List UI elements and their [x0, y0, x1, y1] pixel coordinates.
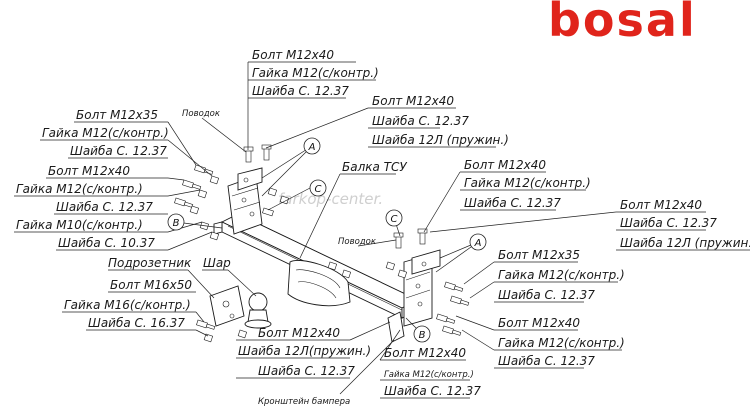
- center-ball-mount-plate: [287, 260, 351, 307]
- socket-bracket-part: [209, 285, 245, 327]
- callout-b-bottom: B: [413, 325, 431, 343]
- label-line: Шайба 12Л (пружин.): [372, 133, 509, 147]
- group-left-middle: Болт М12х40 Гайка М12(с/контр.) Шайба С.…: [16, 164, 153, 214]
- label-line: Гайка М12(с/контр.): [498, 336, 625, 350]
- label-line: Шайба С. 12.37: [498, 354, 595, 368]
- label-line: Шайба С. 12.37: [620, 216, 717, 230]
- socket-bracket-label: Подрозетник: [108, 256, 192, 270]
- callout-b-left: B: [167, 213, 185, 231]
- right-side-bracket: [403, 249, 441, 327]
- label-line: Болт М12х40: [464, 158, 546, 172]
- bumper-bracket-label: Кронштейн бампера: [258, 397, 350, 407]
- label-line: Шайба С. 10.37: [58, 236, 155, 250]
- label-line: Шайба С. 12.37: [70, 144, 167, 158]
- group-right-lower: Болт М12х40 Гайка М12(с/контр.) Шайба С.…: [498, 316, 625, 368]
- left-side-bracket: [227, 167, 263, 235]
- group-ball-mount: Болт М16х50 Гайка М16(с/контр.) Шайба С.…: [64, 278, 192, 330]
- group-bottom-center: Болт М12х40 Шайба 12Л(пружин.) Шайба С. …: [238, 326, 371, 378]
- label-line: Болт М12х40: [258, 326, 340, 340]
- label-line: Шайба С. 12.37: [258, 364, 355, 378]
- callout-c-center-text: C: [391, 214, 398, 225]
- label-line: Гайка М12(с/контр.): [464, 176, 591, 190]
- label-line: Шайба 12Л (пружин.): [620, 236, 750, 250]
- watermark: farkop-center.: [278, 190, 383, 208]
- tow-ball-part: [244, 292, 272, 329]
- label-line: Гайка М10(с/контр.): [16, 218, 143, 232]
- lead-left-label: Поводок: [182, 109, 221, 119]
- group-top-right: Болт М12х40 Шайба С. 12.37 Шайба 12Л (пр…: [372, 94, 509, 147]
- label-line: Гайка М12(с/контр.): [384, 370, 474, 380]
- ball-label: Шар: [203, 256, 231, 270]
- callout-a-right-text: A: [474, 238, 482, 249]
- label-line: Болт М12х40: [372, 94, 454, 108]
- group-top-center: Болт М12х40 Гайка М12(с/контр.) Шайба С.…: [252, 48, 379, 98]
- group-far-right: Болт М12х40 Шайба С. 12.37 Шайба 12Л (пр…: [620, 198, 750, 250]
- callout-b-left-text: B: [173, 218, 180, 229]
- label-line: Болт М12х40: [48, 164, 130, 178]
- label-line: Шайба С. 12.37: [498, 288, 595, 302]
- callout-c-top: C: [309, 179, 327, 197]
- label-line: Болт М12х35: [76, 108, 158, 122]
- callout-c-center: C: [385, 209, 403, 227]
- label-line: Болт М12х40: [384, 346, 466, 360]
- label-line: Болт М12х40: [498, 316, 580, 330]
- label-line: Болт М12х40: [620, 198, 702, 212]
- label-line: Шайба С. 12.37: [372, 114, 469, 128]
- label-line: Болт М12х35: [498, 248, 580, 262]
- callout-a-top: A: [303, 137, 321, 155]
- group-right-middle: Болт М12х35 Гайка М12(с/контр.) Шайба С.…: [498, 248, 625, 302]
- callout-a-top-text: A: [308, 142, 316, 153]
- callout-c-top-text: C: [315, 184, 322, 195]
- lead-right-label: Поводок: [338, 237, 377, 247]
- label-line: Шайба С. 12.37: [384, 384, 481, 398]
- label-line: Гайка М12(с/контр.): [252, 66, 379, 80]
- group-left-upper: Болт М12х35 Гайка М12(с/контр.) Шайба С.…: [42, 108, 169, 158]
- label-line: Гайка М12(с/контр.): [498, 268, 625, 282]
- group-center-right: Болт М12х40 Гайка М12(с/контр.) Шайба С.…: [464, 158, 591, 210]
- leader-lines: [14, 61, 750, 399]
- fasteners: [174, 144, 470, 343]
- bumper-bracket-part: [387, 311, 405, 343]
- label-line: Шайба С. 12.37: [56, 200, 153, 214]
- label-line: Шайба С. 16.37: [88, 316, 185, 330]
- tow-beam-label: Балка ТСУ: [342, 160, 407, 174]
- callout-b-bottom-text: B: [419, 330, 426, 341]
- label-line: Гайка М12(с/контр.): [42, 126, 169, 140]
- label-line: Болт М16х50: [110, 278, 192, 292]
- label-line: Гайка М12(с/контр.): [16, 182, 143, 196]
- group-left-lower: Гайка М10(с/контр.) Шайба С. 10.37: [16, 218, 155, 250]
- label-line: Шайба С. 12.37: [252, 84, 349, 98]
- group-bottom-small: Болт М12х40 Гайка М12(с/контр.) Шайба С.…: [384, 346, 481, 398]
- bosal-logo: bosal: [548, 0, 697, 47]
- label-line: Гайка М16(с/контр.): [64, 298, 191, 312]
- label-line: Шайба 12Л(пружин.): [238, 344, 371, 358]
- callout-a-right: A: [469, 233, 487, 251]
- label-line: Шайба С. 12.37: [464, 196, 561, 210]
- label-line: Болт М12х40: [252, 48, 334, 62]
